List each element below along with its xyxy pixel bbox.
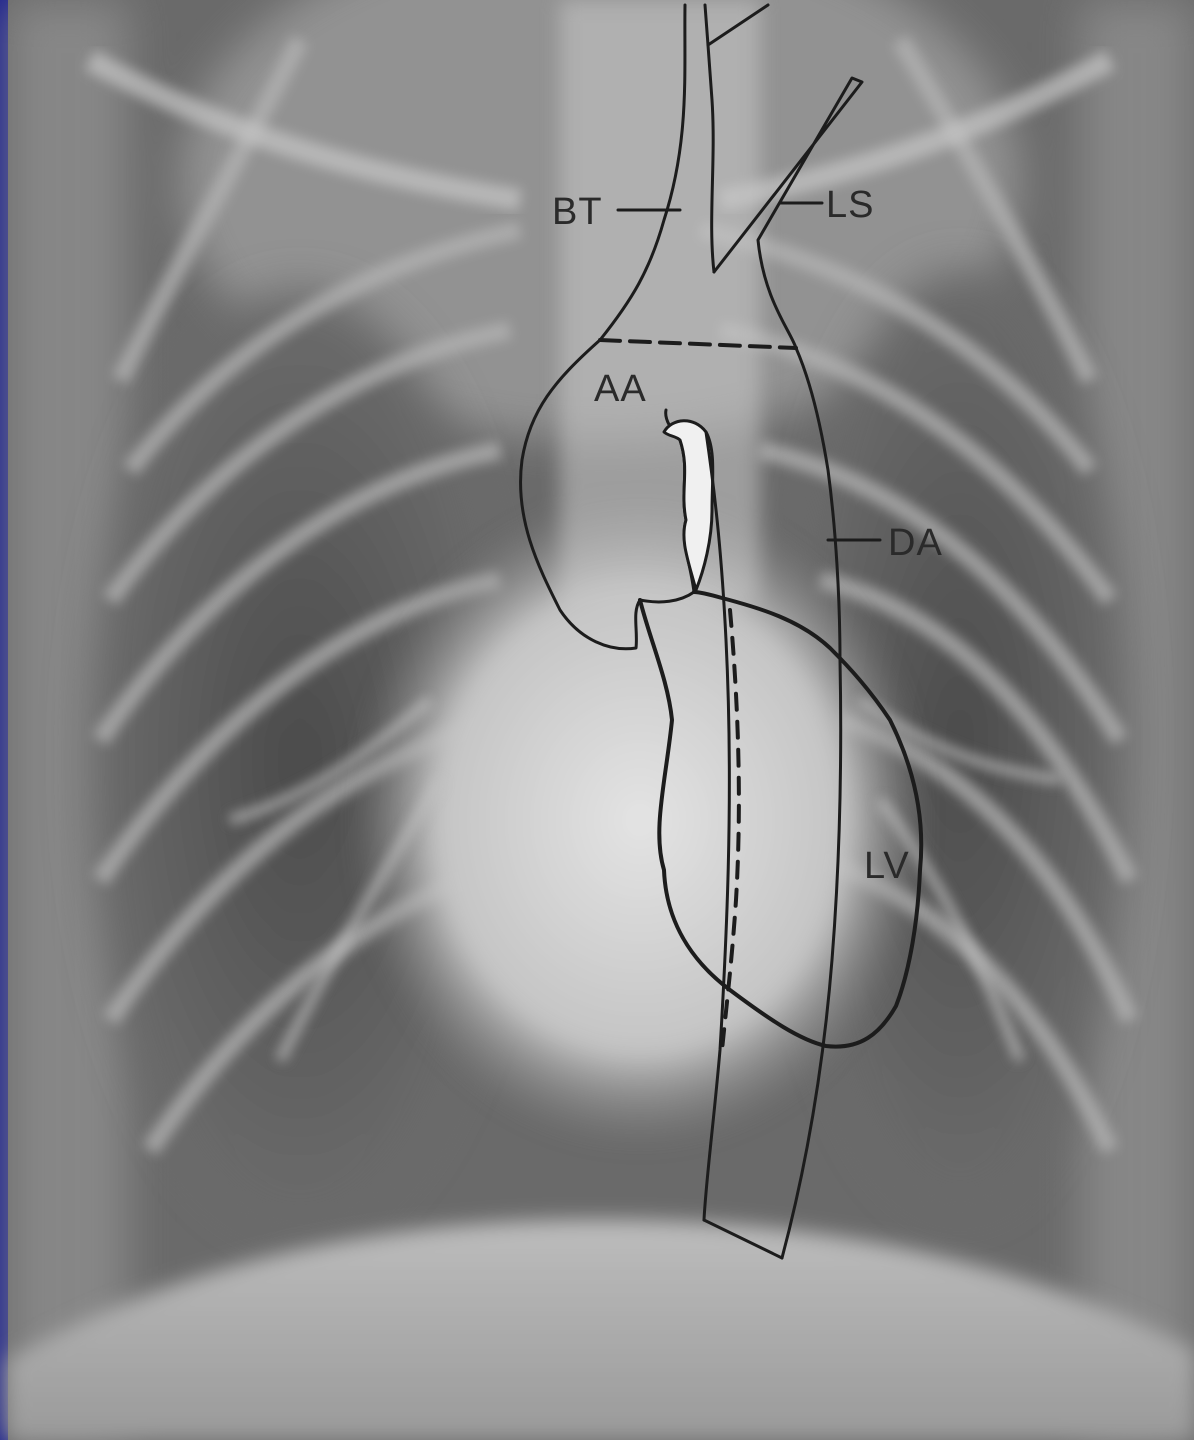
label-lv: LV <box>864 847 910 885</box>
label-bt: BT <box>552 193 603 231</box>
label-da: DA <box>888 524 943 562</box>
label-ls: LS <box>826 186 874 224</box>
label-aa: AA <box>594 370 647 408</box>
